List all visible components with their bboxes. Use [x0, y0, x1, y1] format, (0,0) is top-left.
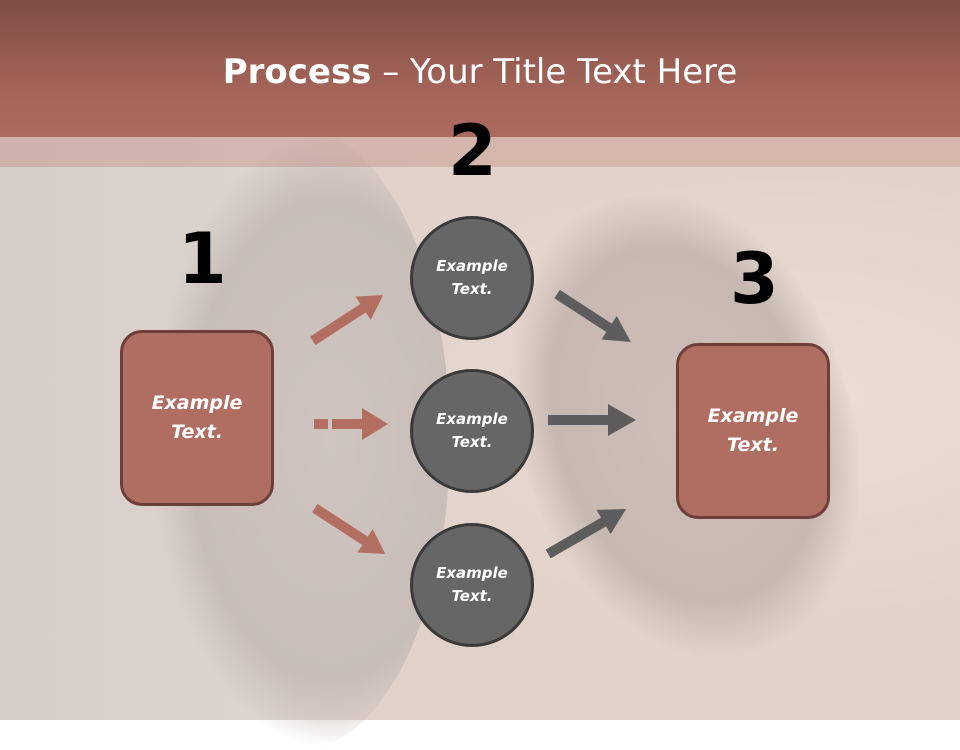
- circle-step-bottom: Example Text.: [410, 523, 534, 647]
- circle-step-middle: Example Text.: [410, 369, 534, 493]
- right-process-box: Example Text.: [676, 343, 830, 519]
- circle-step-top: Example Text.: [410, 216, 534, 340]
- arrows-layer: [310, 289, 636, 559]
- step-number-1: 1: [178, 218, 227, 300]
- arrow-up-right-left: [310, 295, 384, 346]
- left-process-box: Example Text.: [120, 330, 274, 506]
- title-band: [0, 0, 960, 137]
- arrow-right-left: [314, 408, 388, 440]
- circle-middle-label: Example Text.: [436, 410, 508, 451]
- circle-bottom-label: Example Text.: [436, 564, 508, 605]
- arrow-right-right: [548, 404, 636, 436]
- step-number-3: 3: [730, 238, 779, 320]
- arrow-down-right-left: [312, 503, 386, 554]
- step-number-2: 2: [448, 110, 497, 192]
- title-band-shadow: [0, 137, 960, 167]
- left-box-label: Example Text.: [151, 392, 243, 443]
- right-box-label: Example Text.: [707, 405, 799, 456]
- circle-top-label: Example Text.: [436, 257, 508, 298]
- page-title: Process – Your Title Text Here: [0, 52, 960, 92]
- arrow-down-right-right: [554, 289, 631, 342]
- arrow-up-right-right: [545, 509, 627, 559]
- title-bold: Process: [222, 52, 372, 92]
- title-rest: – Your Title Text Here: [371, 52, 738, 92]
